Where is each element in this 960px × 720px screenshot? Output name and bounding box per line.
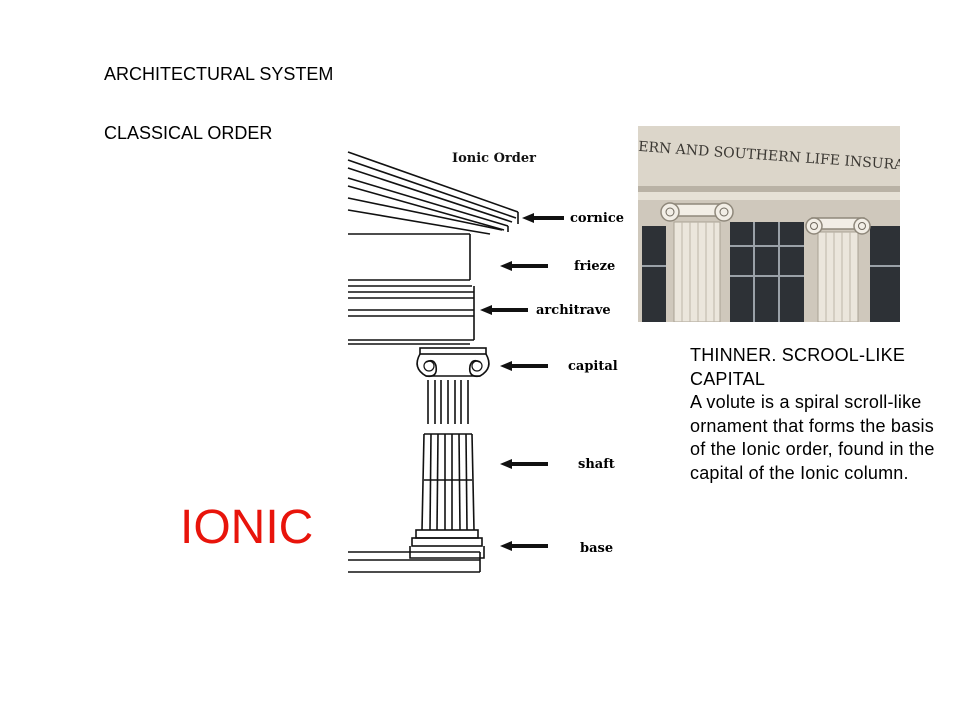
heading: ARCHITECTURAL SYSTEM xyxy=(104,64,334,84)
order-name: IONIC xyxy=(180,501,314,554)
diagram-title: Ionic Order xyxy=(452,151,536,166)
label-base: base xyxy=(580,541,613,556)
subheading: CLASSICAL ORDER xyxy=(104,123,273,143)
description: THINNER. SCROOL-LIKE CAPITAL A volute is… xyxy=(690,344,940,486)
label-frieze: frieze xyxy=(574,259,615,274)
label-cornice: cornice xyxy=(570,211,624,226)
description-body: A volute is a spiral scroll-like ornamen… xyxy=(690,392,935,483)
ionic-columns-photo: ERN AND SOUTHERN LIFE INSURANC xyxy=(638,126,900,322)
description-title: THINNER. SCROOL-LIKE CAPITAL xyxy=(690,345,906,389)
ionic-order-diagram: Ionic Order cornice frieze architrave ca… xyxy=(347,151,624,573)
label-architrave: architrave xyxy=(536,303,611,318)
label-capital: capital xyxy=(568,359,618,374)
label-shaft: shaft xyxy=(578,457,615,472)
